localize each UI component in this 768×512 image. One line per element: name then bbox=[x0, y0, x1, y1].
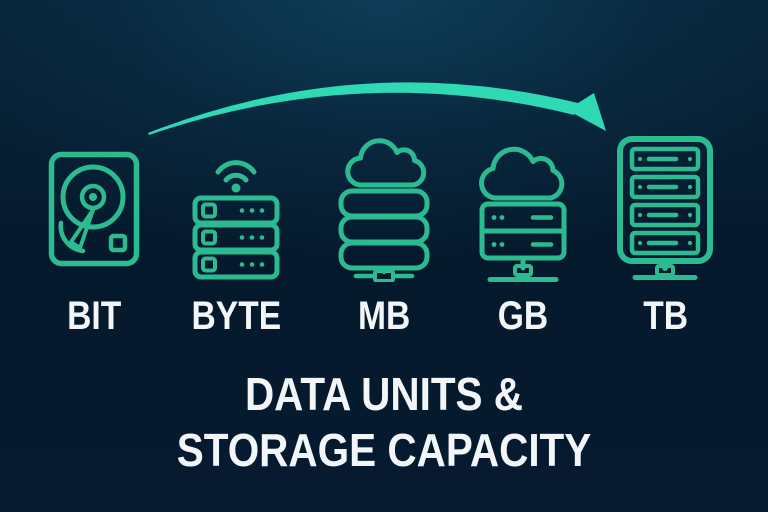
unit-label-byte: BYTE bbox=[191, 294, 281, 338]
cloud-server-icon bbox=[477, 140, 569, 282]
diagram-title-line1: DATA UNITS & bbox=[244, 368, 524, 420]
diagram-title-line2: STORAGE CAPACITY bbox=[176, 424, 592, 476]
diagram-title: DATA UNITS & STORAGE CAPACITY bbox=[0, 366, 768, 478]
cloud-database-icon bbox=[336, 136, 432, 282]
hard-drive-icon bbox=[48, 151, 140, 267]
server-rack-icon bbox=[616, 136, 714, 282]
wifi-server-icon bbox=[192, 146, 280, 280]
unit-label-mb: MB bbox=[357, 294, 411, 338]
unit-label-gb: GB bbox=[497, 294, 549, 338]
unit-label-tb: TB bbox=[643, 294, 689, 338]
unit-label-bit: BIT bbox=[66, 294, 122, 338]
